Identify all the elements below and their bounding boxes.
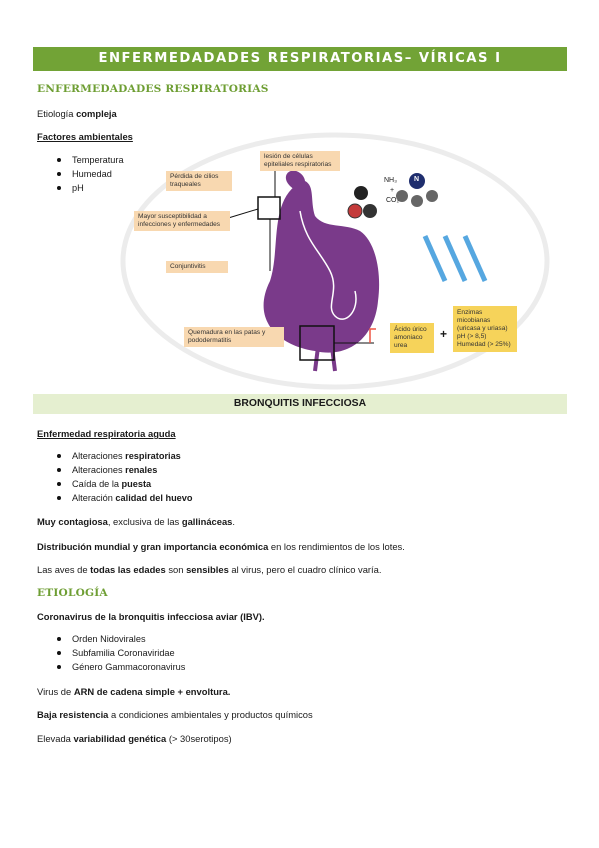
etiology-bold: compleja — [76, 108, 117, 119]
list-item: Género Gammacoronavirus — [57, 660, 185, 674]
paragraph-edades: Las aves de todas las edades son sensibl… — [37, 564, 381, 575]
molecule-h1 — [396, 190, 408, 202]
e2-bold: Baja resistencia — [37, 709, 109, 720]
label-plus-big: + — [440, 327, 448, 341]
label-co2: CO₂ — [386, 197, 400, 204]
molecule-h2 — [411, 195, 423, 207]
factors-list: Temperatura Humedad pH — [57, 153, 124, 195]
label-conjuntivitis: Conjuntivitis — [166, 261, 228, 273]
e1-text: Virus de — [37, 686, 74, 697]
box-head — [257, 196, 281, 220]
p3-bold-2: sensibles — [186, 564, 229, 575]
list-item: Alteración calidad del huevo — [57, 491, 193, 505]
list-item: Humedad — [57, 167, 124, 181]
paragraph-contagiosa: Muy contagiosa, exclusiva de las galliná… — [37, 516, 235, 527]
connector-conj — [224, 208, 259, 220]
virus-name: Coronavirus de la bronquitis infecciosa … — [37, 611, 265, 622]
hen-body — [263, 181, 380, 353]
item-text: Alteración — [72, 493, 116, 503]
p3-bold: todas las edades — [90, 564, 166, 575]
hen-legs — [313, 330, 337, 372]
list-item: Subfamilia Coronaviridae — [57, 646, 185, 660]
taxonomy-list: Orden Nidovirales Subfamilia Coronavirid… — [57, 632, 185, 674]
respiratory-factors-diagram: Pérdida de cilios traqueales lesión de c… — [120, 131, 550, 391]
label-n-atom: N — [414, 176, 420, 183]
section-heading-respiratorias: ENFERMEDADADES RESPIRATORIAS — [37, 83, 269, 95]
label-susceptibilidad: Mayor susceptibilidad a infecciones y en… — [134, 211, 230, 231]
label-cilios: Pérdida de cilios traqueales — [166, 171, 232, 191]
p3-text: Las aves de — [37, 564, 91, 575]
list-item: Temperatura — [57, 153, 124, 167]
list-item: Caída de la puesta — [57, 477, 193, 491]
p3-text-3: al virus, pero el cuadro clínico varía. — [228, 564, 382, 575]
enfermedad-label: Enfermedad respiratoria aguda — [37, 428, 176, 439]
label-plus-small: + — [390, 187, 395, 194]
hen-organs — [299, 210, 357, 320]
e1-bold: ARN de cadena simple + envoltura. — [73, 686, 231, 697]
e3-text: Elevada — [37, 733, 74, 744]
item-bold: renales — [125, 465, 158, 475]
item-text: Alteraciones — [72, 451, 126, 461]
item-bold: calidad del huevo — [115, 493, 193, 503]
p1-bold: Muy contagiosa — [37, 516, 108, 527]
label-nh3: NH₃ — [384, 177, 397, 184]
diagram-graphic — [120, 132, 550, 390]
etiology-prefix: Etiología — [37, 108, 77, 119]
molecule-1 — [347, 203, 363, 219]
paragraph-resistencia: Baja resistencia a condiciones ambiental… — [37, 709, 313, 720]
arrow-red — [369, 328, 376, 343]
etiology-line: Etiología compleja — [37, 108, 117, 119]
hen-head — [285, 170, 306, 193]
label-acido: Ácido úrico amoniaco urea — [390, 323, 434, 353]
item-bold: respiratorias — [125, 451, 181, 461]
p3-text-2: son — [165, 564, 187, 575]
molecule-n — [409, 173, 425, 189]
cycle-ring — [120, 132, 550, 390]
item-text: Caída de la — [72, 479, 122, 489]
e3-text-2: (> 30serotipos) — [166, 733, 232, 744]
alteraciones-list: Alteraciones respiratorias Alteraciones … — [57, 449, 193, 505]
p1-text: , exclusiva de las — [107, 516, 182, 527]
label-enzimas: Enzimas micobianas (uricasa y uriasa) pH… — [453, 306, 517, 352]
molecule-3 — [354, 186, 368, 200]
p2-bold: Distribución mundial y gran importancia … — [37, 541, 269, 552]
paragraph-distribucion: Distribución mundial y gran importancia … — [37, 541, 405, 552]
p1-bold-2: gallináceas — [181, 516, 233, 527]
paragraph-arn: Virus de ARN de cadena simple + envoltur… — [37, 686, 230, 697]
list-item: Orden Nidovirales — [57, 632, 185, 646]
label-lesion: lesión de células epiteliales respirator… — [260, 151, 340, 171]
blue-arrows — [422, 234, 488, 283]
section-heading-etiologia: ETIOLOGÍA — [37, 587, 108, 599]
page-title: ENFERMEDADADES RESPIRATORIAS– VÍRICAS I — [33, 47, 567, 71]
molecule-2 — [363, 204, 377, 218]
p2-text: en los rendimientos de los lotes. — [268, 541, 405, 552]
e3-bold: variabilidad genética — [73, 733, 167, 744]
molecule-h3 — [426, 190, 438, 202]
list-item: Alteraciones respiratorias — [57, 449, 193, 463]
item-text: Alteraciones — [72, 465, 126, 475]
label-quemadura: Quemadura en las patas y pododermatitis — [184, 327, 284, 347]
item-bold: puesta — [121, 479, 152, 489]
list-item: pH — [57, 181, 124, 195]
e2-text: a condiciones ambientales y productos qu… — [108, 709, 313, 720]
factors-label: Factores ambientales — [37, 131, 133, 142]
paragraph-variabilidad: Elevada variabilidad genética (> 30serot… — [37, 733, 232, 744]
section-band-bronquitis: BRONQUITIS INFECCIOSA — [33, 394, 567, 414]
p1-end: . — [232, 516, 236, 527]
list-item: Alteraciones renales — [57, 463, 193, 477]
